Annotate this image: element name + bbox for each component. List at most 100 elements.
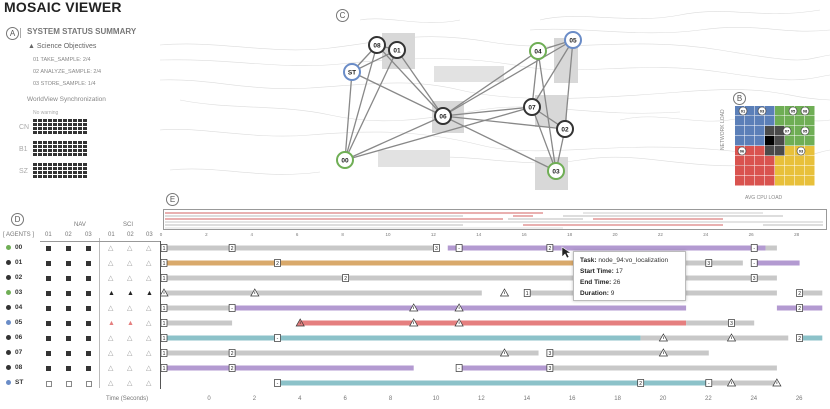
task-marker[interactable] <box>546 349 554 357</box>
task-bar[interactable] <box>164 365 414 371</box>
task-bar[interactable] <box>504 350 539 356</box>
divider <box>20 28 21 38</box>
agent-label-ST[interactable]: ST <box>15 379 24 386</box>
task-bar[interactable] <box>164 350 505 356</box>
task-bar[interactable] <box>300 320 687 326</box>
agent-label-04[interactable]: 04 <box>15 304 23 311</box>
sync-bar-cell <box>58 153 62 156</box>
agent-label-03[interactable]: 03 <box>15 289 23 296</box>
agent-label-08[interactable]: 08 <box>15 364 23 371</box>
graph-node-03[interactable]: 03 <box>547 162 565 180</box>
task-marker[interactable] <box>161 259 168 267</box>
task-bar[interactable] <box>799 290 823 296</box>
graph-node-08[interactable]: 08 <box>368 36 386 54</box>
minimap-cell <box>795 156 805 166</box>
graph-node-00[interactable]: 00 <box>336 151 354 169</box>
graph-node-01[interactable]: 01 <box>388 41 406 59</box>
graph-node-02[interactable]: 02 <box>556 120 574 138</box>
task-bar[interactable] <box>459 365 550 371</box>
task-bar[interactable] <box>277 380 709 386</box>
task-marker[interactable] <box>274 259 281 267</box>
task-marker[interactable] <box>274 334 281 342</box>
task-marker[interactable] <box>750 244 758 252</box>
task-marker[interactable] <box>750 274 758 282</box>
task-bar[interactable] <box>164 335 641 341</box>
graph-node-06[interactable]: 06 <box>434 107 452 125</box>
task-marker[interactable] <box>228 349 236 357</box>
science-objectives-heading[interactable]: ▲ Science Objectives <box>28 43 97 50</box>
minimap-node-label: 07 <box>785 129 790 134</box>
sync-bar-cell <box>43 175 47 178</box>
task-marker[interactable] <box>705 259 713 267</box>
task-marker[interactable] <box>705 379 713 387</box>
sync-bar-cell <box>83 145 87 148</box>
task-bar[interactable] <box>549 350 709 356</box>
agent-label-00[interactable]: 00 <box>15 244 23 251</box>
graph-node-04[interactable]: 04 <box>529 42 547 60</box>
task-marker[interactable] <box>546 244 554 252</box>
agent-label-02[interactable]: 02 <box>15 274 23 281</box>
agent-label-07[interactable]: 07 <box>15 349 23 356</box>
task-marker[interactable] <box>228 304 236 312</box>
task-marker[interactable] <box>161 349 168 357</box>
task-bar[interactable] <box>708 380 777 386</box>
task-marker[interactable] <box>796 304 803 312</box>
sync-bar-cell <box>83 123 87 126</box>
task-bar[interactable] <box>164 260 687 266</box>
task-bar[interactable] <box>164 245 437 251</box>
task-marker[interactable] <box>161 319 168 327</box>
task-marker[interactable] <box>161 364 168 372</box>
task-bar[interactable] <box>799 335 823 341</box>
agent-label-01[interactable]: 01 <box>15 259 23 266</box>
task-marker[interactable] <box>228 244 236 252</box>
task-bar[interactable] <box>765 245 777 251</box>
task-marker[interactable] <box>161 334 168 342</box>
task-bar[interactable] <box>447 245 766 251</box>
agent-label-05[interactable]: 05 <box>15 319 23 326</box>
graph-node-07[interactable]: 07 <box>523 98 541 116</box>
task-marker[interactable] <box>796 289 803 297</box>
task-marker[interactable] <box>796 334 803 342</box>
task-marker[interactable] <box>161 244 168 252</box>
task-marker[interactable] <box>523 289 531 297</box>
task-bar[interactable] <box>164 275 777 281</box>
task-bar[interactable] <box>164 290 482 296</box>
minimap-cell <box>765 146 775 156</box>
task-marker[interactable] <box>455 364 463 372</box>
minimap-node-circle <box>800 106 810 116</box>
task-marker[interactable] <box>546 364 554 372</box>
overview-tick-label: 28 <box>794 232 800 237</box>
task-marker[interactable] <box>161 304 168 312</box>
minimap-cell <box>735 116 745 126</box>
task-marker[interactable] <box>433 244 440 252</box>
sync-bar-cell <box>73 131 77 134</box>
task-bar[interactable] <box>686 320 755 326</box>
graph-edges <box>344 39 574 172</box>
science-marker-icon[interactable] <box>161 288 169 297</box>
task-marker[interactable] <box>161 274 168 282</box>
task-bar[interactable] <box>754 260 800 266</box>
task-marker[interactable] <box>342 274 349 282</box>
task-marker[interactable] <box>274 379 281 387</box>
graph-node-05[interactable]: 05 <box>564 31 582 49</box>
task-bar[interactable] <box>686 260 743 266</box>
overview-segment <box>593 218 723 220</box>
task-marker[interactable] <box>750 259 758 267</box>
task-bar[interactable] <box>164 320 233 326</box>
task-bar[interactable] <box>640 335 789 341</box>
minimap-cell <box>755 126 765 136</box>
agent-label-06[interactable]: 06 <box>15 334 23 341</box>
task-bar[interactable] <box>164 305 233 311</box>
task-marker[interactable] <box>455 244 463 252</box>
timeline-overview[interactable] <box>163 209 827 230</box>
overview-segment <box>165 218 503 220</box>
task-marker[interactable] <box>728 319 735 327</box>
task-bar[interactable] <box>549 365 777 371</box>
graph-node-ST[interactable]: ST <box>343 63 361 81</box>
task-marker[interactable] <box>637 379 645 387</box>
task-marker[interactable] <box>228 364 236 372</box>
